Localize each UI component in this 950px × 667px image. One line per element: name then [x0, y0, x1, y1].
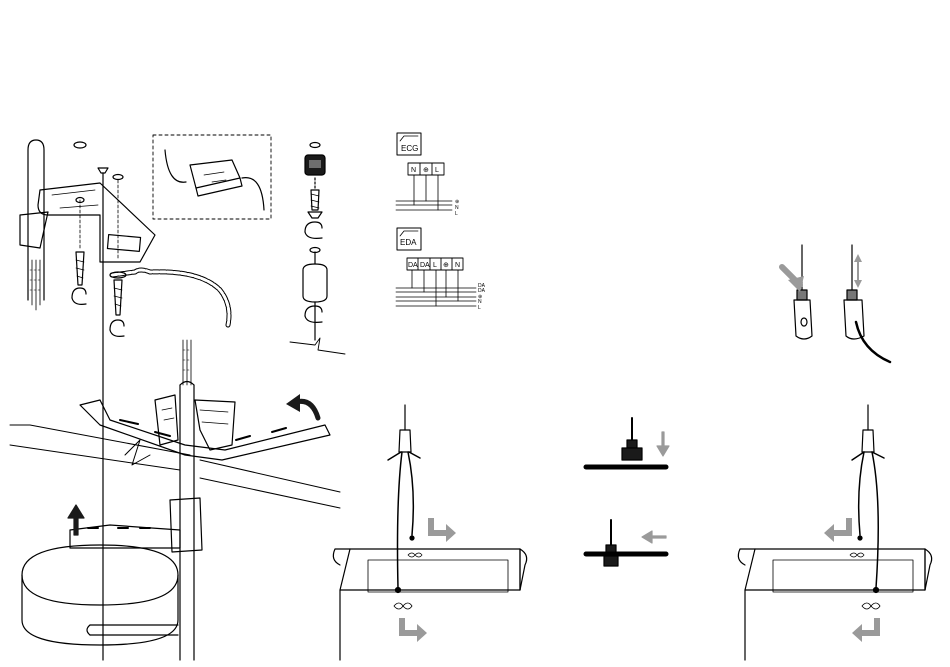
- svg-text:ECG: ECG: [401, 144, 418, 153]
- slide-in-tool: [586, 520, 666, 566]
- eda-terminal-block: DA DA L ⊕ N DA DA ⊕ N L: [396, 258, 486, 311]
- cable-gripper-slide: [844, 245, 890, 362]
- right-arrow-icon: [399, 518, 456, 642]
- svg-text:⊕: ⊕: [423, 167, 429, 174]
- ecg-terminal-block: N ⊕ L ⊕ N L: [396, 163, 459, 217]
- press-down-tool: [586, 418, 669, 467]
- earth-wire: [112, 270, 229, 325]
- eda-badge: EDA: [397, 228, 421, 250]
- svg-text:EDA: EDA: [400, 238, 417, 247]
- svg-text:L: L: [455, 211, 458, 217]
- svg-text:DA: DA: [420, 262, 430, 269]
- left-arrow-icon: [824, 518, 880, 642]
- svg-text:N: N: [411, 167, 416, 174]
- connector-inset: [153, 135, 271, 219]
- suspension-tube: [180, 340, 194, 660]
- canopy-body: [22, 498, 202, 645]
- cable-grip: [290, 248, 345, 355]
- cap-fitting: [305, 143, 325, 239]
- pipe-conductors: [32, 260, 40, 310]
- svg-text:L: L: [435, 167, 439, 174]
- ecg-badge: ECG: [397, 133, 421, 155]
- svg-text:DA: DA: [408, 262, 418, 269]
- svg-text:N: N: [455, 262, 460, 269]
- ceiling-section: [10, 425, 340, 508]
- svg-text:L: L: [433, 262, 437, 269]
- cable-gripper-press: [782, 245, 812, 339]
- svg-text:L: L: [478, 305, 481, 311]
- screw-icon: [72, 142, 86, 304]
- svg-text:⊕: ⊕: [443, 262, 449, 269]
